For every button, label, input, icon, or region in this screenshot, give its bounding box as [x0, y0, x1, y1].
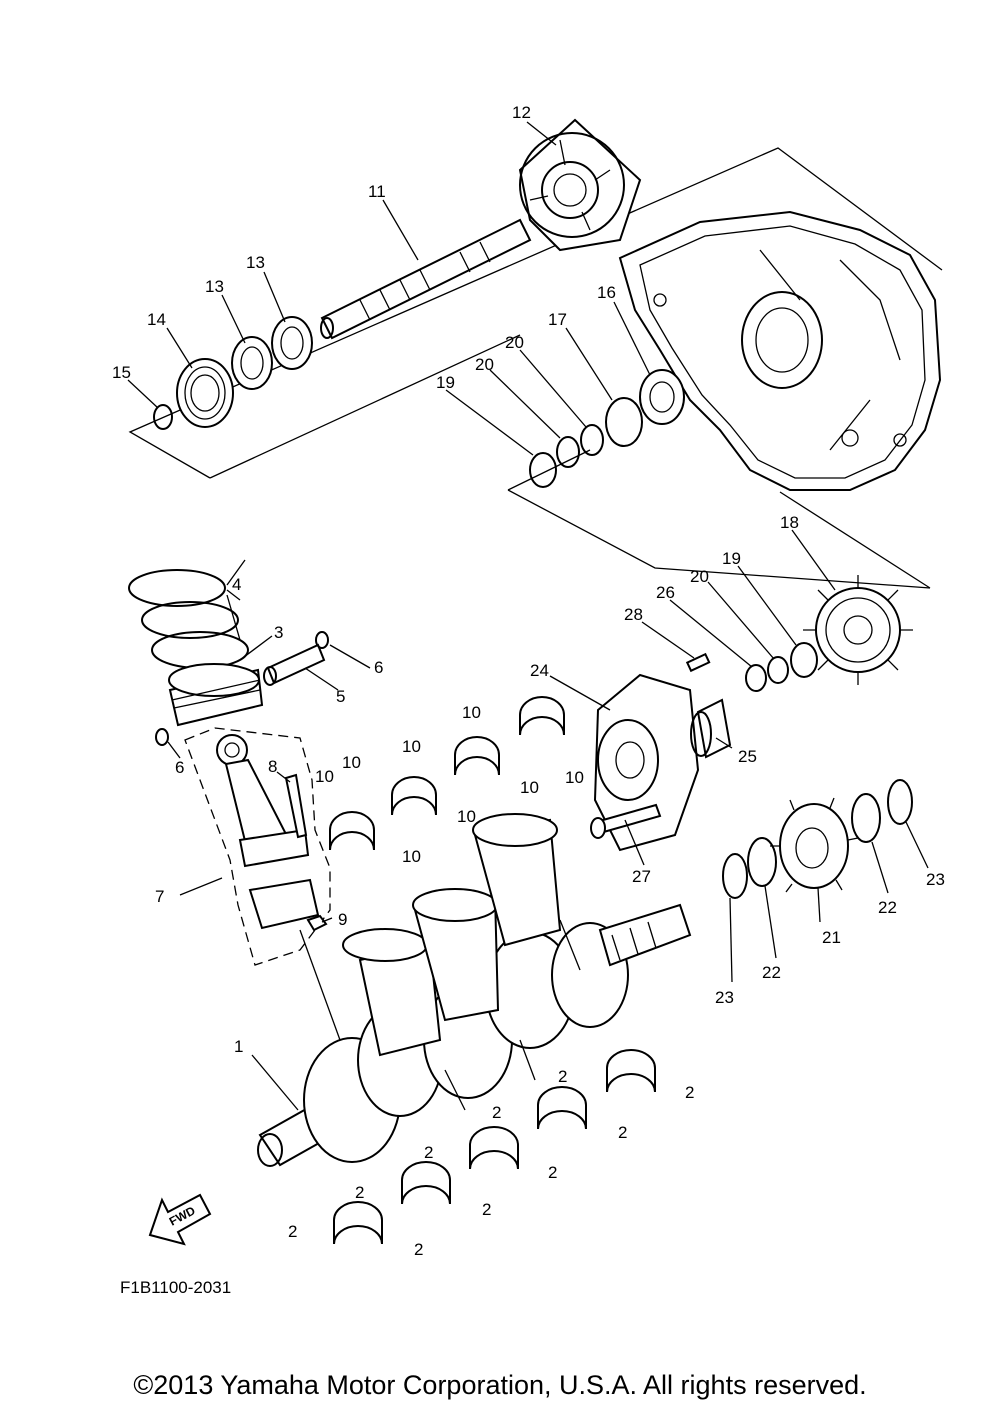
washer-19b	[790, 642, 818, 678]
callout-4: 4	[232, 575, 241, 594]
callout-10e: 10	[565, 768, 584, 787]
callouts: 12 11 13 13 14 15 16 17 20 20 19 18 19 2…	[112, 103, 945, 1259]
main-bearing-shells-2	[333, 1049, 656, 1245]
callout-23a: 23	[715, 988, 734, 1007]
circlip-26	[745, 664, 767, 692]
piston-3	[168, 663, 264, 727]
callout-10d: 10	[315, 767, 334, 786]
callout-26: 26	[656, 583, 675, 602]
callout-18: 18	[780, 513, 799, 532]
callout-23b: 23	[926, 870, 945, 889]
callout-5: 5	[336, 687, 345, 706]
gear-21	[770, 797, 859, 893]
callout-1: 1	[234, 1037, 243, 1056]
circlip-17	[605, 397, 643, 447]
piston-pin-5	[263, 643, 326, 686]
rod-nut-9	[306, 914, 328, 932]
callout-8: 8	[268, 757, 277, 776]
callout-6b: 6	[175, 758, 184, 777]
callout-2i: 2	[288, 1222, 297, 1241]
crankcase-outline	[618, 210, 942, 491]
callout-28: 28	[624, 605, 643, 624]
callout-10c: 10	[342, 753, 361, 772]
callout-22a: 22	[762, 963, 781, 982]
callout-7: 7	[155, 887, 164, 906]
circlip-19	[529, 452, 557, 488]
callout-17: 17	[548, 310, 567, 329]
oil-seal-pair	[231, 316, 313, 390]
callout-16: 16	[597, 283, 616, 302]
callout-20a: 20	[505, 333, 524, 352]
diagram-code: F1B1100-2031	[120, 1278, 231, 1297]
housing-24	[593, 673, 700, 852]
callout-24: 24	[530, 661, 549, 680]
callout-2f: 2	[548, 1163, 557, 1182]
callout-2h: 2	[482, 1200, 491, 1219]
gear-group-frame	[507, 449, 931, 589]
callout-10f: 10	[520, 778, 539, 797]
callout-leader-lines	[127, 121, 929, 1111]
callout-2b: 2	[685, 1083, 694, 1102]
callout-12: 12	[512, 103, 531, 122]
callout-20b: 20	[475, 355, 494, 374]
callout-2e: 2	[424, 1143, 433, 1162]
callout-9: 9	[338, 910, 347, 929]
bearing-16	[639, 369, 685, 425]
washer-22a	[851, 793, 881, 843]
callout-14: 14	[147, 310, 166, 329]
callout-10b: 10	[402, 737, 421, 756]
circlip-20a	[580, 424, 604, 456]
connecting-rod-7	[216, 734, 320, 930]
dowel-pin-28	[685, 652, 711, 673]
piston-rings-4	[128, 569, 249, 669]
callout-2c: 2	[492, 1103, 501, 1122]
callout-25: 25	[738, 747, 757, 766]
circlip-23a	[887, 779, 913, 825]
callout-10a: 10	[462, 703, 481, 722]
rod-bolt-8	[284, 773, 308, 839]
callout-13a: 13	[246, 253, 265, 272]
callout-2g: 2	[355, 1183, 364, 1202]
impeller-drive-coupler	[518, 118, 642, 252]
callout-15: 15	[112, 363, 131, 382]
callout-2a: 2	[558, 1067, 567, 1086]
callout-19a: 19	[436, 373, 455, 392]
needle-bearing-25	[690, 698, 732, 759]
callout-6a: 6	[374, 658, 383, 677]
jet-shaft-group-frame	[128, 147, 943, 479]
circlip-20b	[556, 436, 580, 468]
circlip-20c	[767, 656, 789, 684]
circlip-23b	[722, 853, 748, 899]
bolt-27	[590, 803, 662, 839]
callout-13b: 13	[205, 277, 224, 296]
gear-18	[803, 575, 913, 685]
forward-direction-arrow: FWD	[148, 1193, 212, 1246]
piston-clip-6a	[315, 631, 329, 649]
callout-27: 27	[632, 867, 651, 886]
callout-10h: 10	[402, 847, 421, 866]
callout-11: 11	[368, 182, 386, 201]
bearing-shells-10	[329, 696, 565, 851]
bearing-14	[176, 358, 234, 428]
callout-21: 21	[822, 928, 841, 947]
callout-19b: 19	[722, 549, 741, 568]
piston-clip-6b	[155, 728, 169, 746]
callout-3: 3	[274, 623, 283, 642]
drive-shaft	[320, 218, 532, 340]
callout-2d: 2	[618, 1123, 627, 1142]
callout-10g: 10	[457, 807, 476, 826]
washer-22b	[747, 837, 777, 887]
circlip-15	[153, 404, 173, 430]
callout-22b: 22	[878, 898, 897, 917]
callout-2j: 2	[414, 1240, 423, 1259]
copyright-notice: ©2013 Yamaha Motor Corporation, U.S.A. A…	[133, 1370, 867, 1400]
callout-20c: 20	[690, 567, 709, 586]
connecting-rod-set-frame	[184, 727, 331, 966]
crank-rods-and-pistons	[342, 813, 581, 1111]
